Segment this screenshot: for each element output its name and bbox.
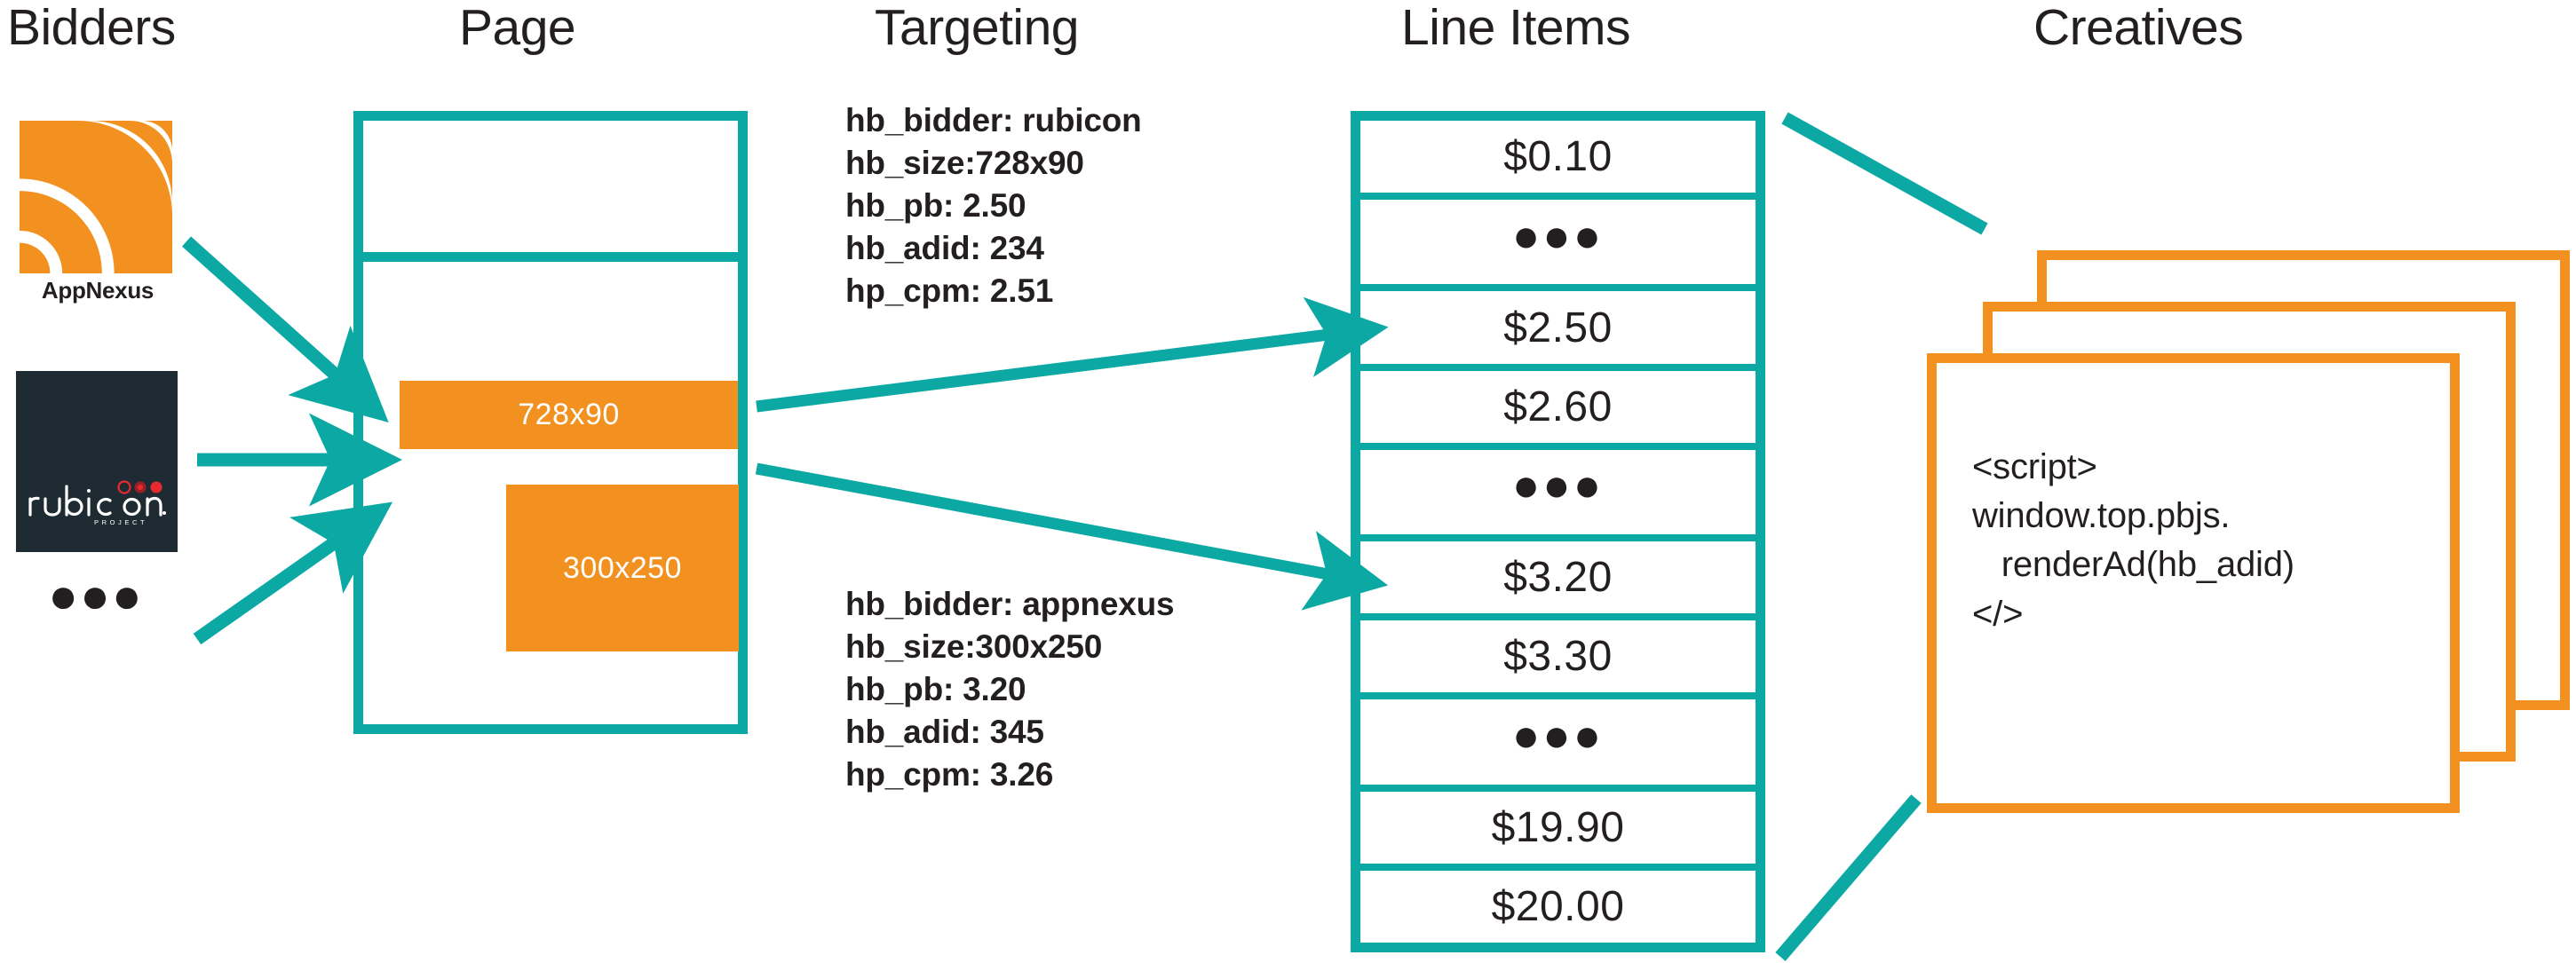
column-header-targeting: Targeting	[875, 0, 1080, 56]
targeting-line: hb_pb: 3.20	[845, 670, 1026, 707]
targeting-line: hb_size:728x90	[845, 144, 1084, 181]
targeting-line: hb_adid: 234	[845, 229, 1044, 266]
arrow-page-to-line-item-250	[756, 296, 1389, 413]
targeting-line: hb_adid: 345	[845, 713, 1044, 750]
arrow-page-to-line-item-320	[755, 462, 1389, 611]
targeting-key-values-rubicon: hb_bidder: rubicon hb_size:728x90 hb_pb:…	[845, 99, 1142, 312]
line-item-row[interactable]: $3.30	[1360, 620, 1756, 700]
line-item-row: ●●●	[1360, 450, 1756, 542]
page-header-divider	[363, 252, 738, 262]
creative-script-code: <script> window.top.pbjs. renderAd(hb_ad…	[1972, 447, 2295, 634]
column-header-page: Page	[459, 0, 576, 56]
targeting-line: hb_bidder: rubicon	[845, 102, 1142, 138]
creative-card-front[interactable]: <script> window.top.pbjs. renderAd(hb_ad…	[1927, 353, 2460, 813]
targeting-line: hp_cpm: 2.51	[845, 272, 1054, 309]
appnexus-logo-icon	[20, 121, 172, 273]
ad-slot-728x90[interactable]: 728x90	[400, 381, 738, 449]
bidders-more-ellipsis: ●●●	[48, 567, 144, 623]
line-item-row[interactable]: $2.50	[1360, 291, 1756, 371]
line-item-row: ●●●	[1360, 699, 1756, 792]
targeting-line: hb_pb: 2.50	[845, 186, 1026, 224]
targeting-line: hb_bidder: appnexus	[845, 586, 1175, 622]
rubicon-project-logo-icon: PROJECT	[16, 371, 178, 552]
line-item-row: ●●●	[1360, 200, 1756, 292]
appnexus-label: AppNexus	[41, 277, 155, 304]
targeting-line: hp_cpm: 3.26	[845, 755, 1054, 793]
line-item-row[interactable]: $19.90	[1360, 792, 1756, 871]
line-item-row[interactable]: $2.60	[1360, 371, 1756, 450]
line-item-row[interactable]: $3.20	[1360, 541, 1756, 621]
line-items-table: $0.10 ●●● $2.50 $2.60 ●●● $3.20 $3.30 ●●…	[1351, 111, 1765, 952]
line-item-row[interactable]: $20.00	[1491, 882, 1625, 930]
line-item-row[interactable]: $0.10	[1360, 121, 1756, 201]
connector-line-items-to-creatives-top	[1781, 112, 1988, 235]
ad-slot-300x250[interactable]: 300x250	[506, 485, 739, 651]
connector-line-items-to-creatives-bottom	[1775, 794, 1922, 961]
column-header-bidders: Bidders	[7, 0, 176, 56]
svg-text:PROJECT: PROJECT	[94, 518, 147, 525]
column-header-creatives: Creatives	[2033, 0, 2244, 56]
page-browser-frame: 728x90 300x250	[353, 111, 748, 734]
arrow-appnexus-to-page	[181, 236, 389, 423]
targeting-line: hb_size:300x250	[845, 628, 1103, 665]
column-header-line-items: Line Items	[1401, 0, 1630, 56]
arrow-other-bidders-to-page	[193, 501, 393, 645]
targeting-key-values-appnexus: hb_bidder: appnexus hb_size:300x250 hb_p…	[845, 583, 1175, 796]
